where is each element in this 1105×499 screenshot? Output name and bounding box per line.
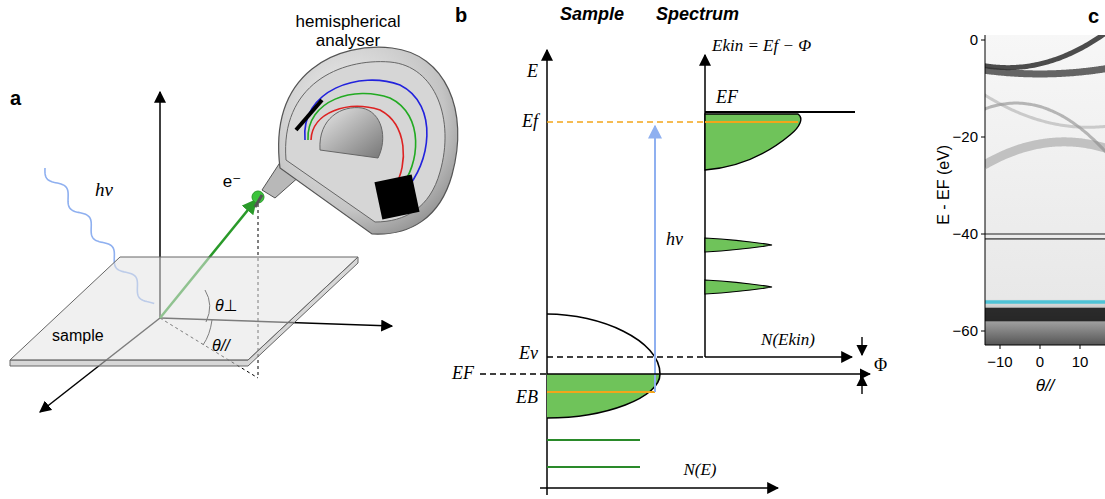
electron-label: e⁻ <box>223 173 241 192</box>
tick-label: −60 <box>953 323 978 340</box>
axis-label: N(Ekin) <box>761 331 815 350</box>
photon-label: hν <box>95 180 113 201</box>
sample-plate: sample <box>10 255 360 367</box>
axis-label: E - EF (eV) <box>935 145 953 225</box>
tick-label: −10 <box>987 354 1012 371</box>
node-label: sample <box>52 327 104 345</box>
column-heading: Sample <box>560 5 624 25</box>
energy-diagram <box>480 50 870 495</box>
axis-label: E <box>527 62 538 82</box>
energy-level: Ev <box>519 344 538 364</box>
axis-label: N(E) <box>683 461 716 480</box>
angle-label: θ// <box>212 337 230 355</box>
photon-label: hν <box>666 230 683 250</box>
energy-level: Ef <box>522 112 538 132</box>
tick-label: 0 <box>1036 354 1044 371</box>
panel-letter: c <box>1088 5 1099 27</box>
axis-label: Ekin = Ef − Φ <box>712 37 811 56</box>
work-function: Φ <box>874 356 887 376</box>
panel-letter: a <box>10 87 21 109</box>
hemispherical-analyser <box>255 47 458 234</box>
tick-label: −40 <box>953 226 978 243</box>
panel-letter: b <box>455 4 467 26</box>
photoemission-spectrum <box>705 55 862 394</box>
plate-outline <box>10 255 360 367</box>
tick-label: 10 <box>1072 354 1089 371</box>
part-name: hemispherical analyser <box>278 13 418 50</box>
angle-label: θ⊥ <box>215 297 238 315</box>
column-heading: Spectrum <box>656 5 739 25</box>
energy-level: EB <box>516 388 538 408</box>
axis-label: θ// <box>1036 377 1055 396</box>
energy-level: EF <box>716 88 738 108</box>
tick-label: −20 <box>953 129 978 146</box>
arpes-image <box>981 33 1105 349</box>
tick-label: 0 <box>970 32 978 49</box>
energy-level: EF <box>452 364 474 384</box>
